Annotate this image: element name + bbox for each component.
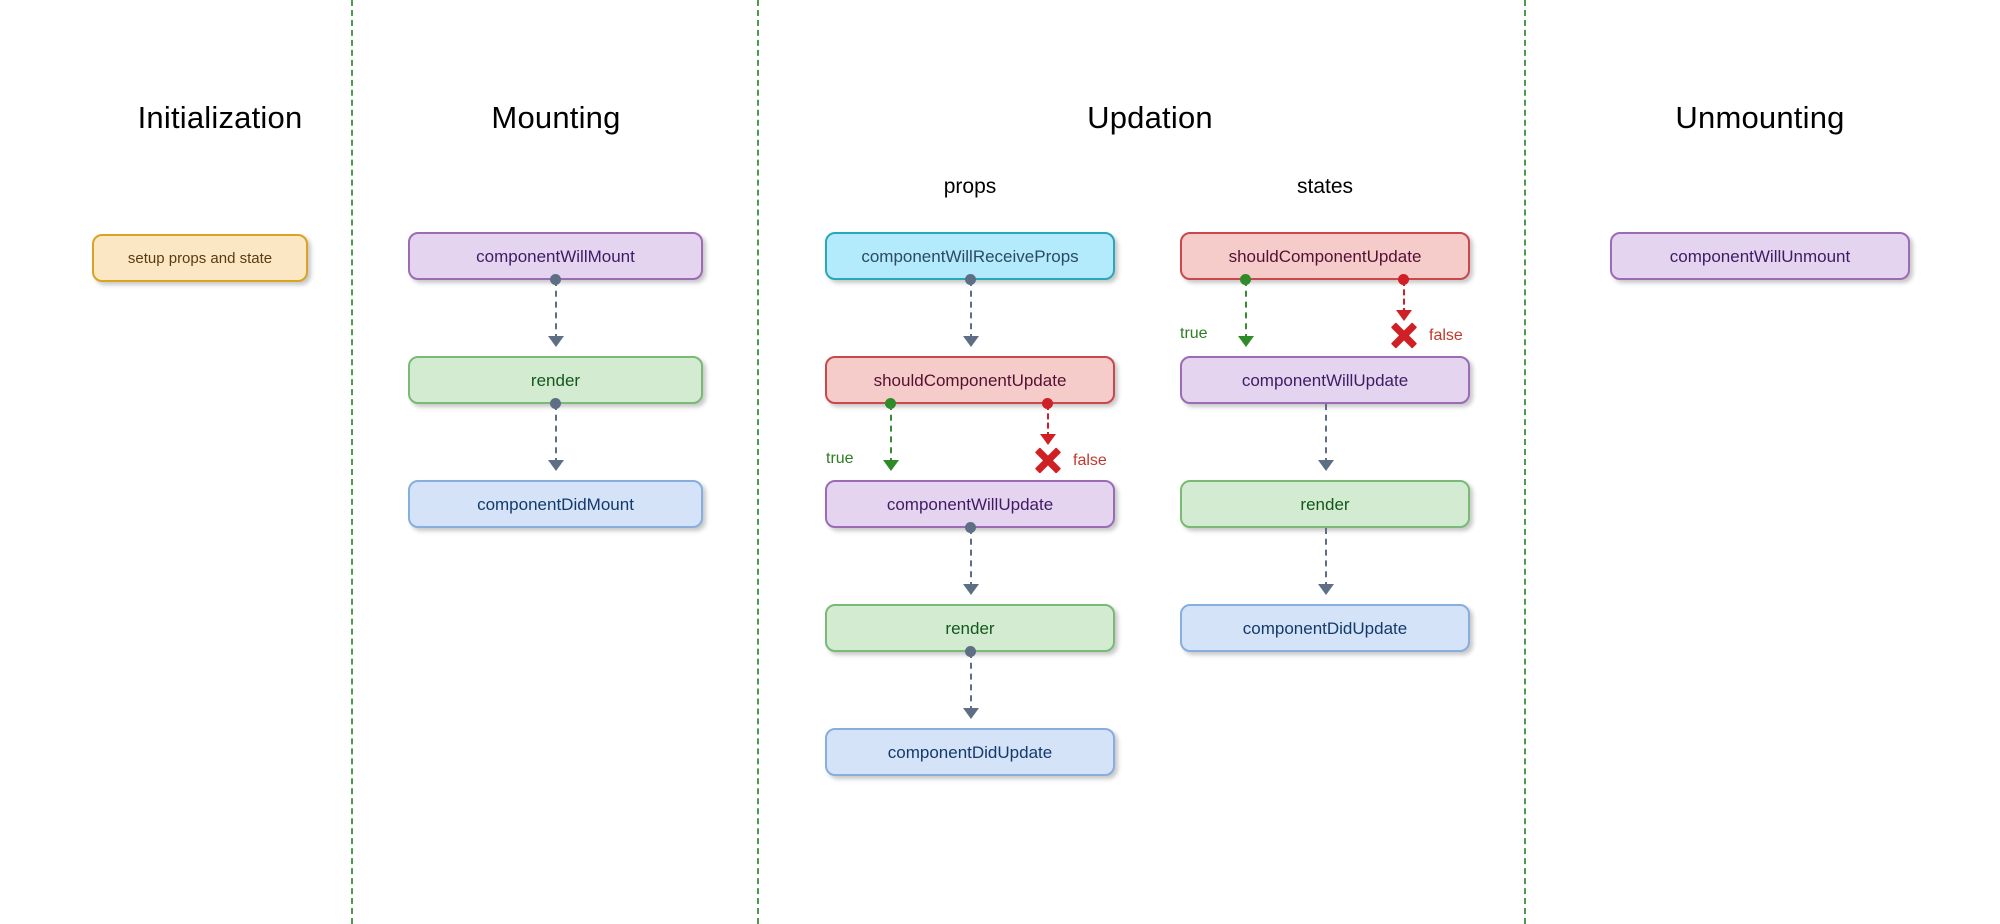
node-mounting-render[interactable]: render — [408, 356, 703, 404]
branch-label-states-true: true — [1180, 325, 1208, 342]
connector-props-false — [1047, 404, 1049, 438]
arrowhead-states-false — [1396, 310, 1412, 321]
divider-updation-unmounting — [1524, 0, 1526, 924]
node-states-component-will-update[interactable]: componentWillUpdate — [1180, 356, 1470, 404]
node-states-render[interactable]: render — [1180, 480, 1470, 528]
node-props-component-did-update[interactable]: componentDidUpdate — [825, 728, 1115, 776]
section-title-mounting: Mounting — [491, 100, 621, 135]
connector-props-4 — [970, 652, 972, 712]
arrowhead-props-4 — [963, 708, 979, 719]
connector-states-2 — [1325, 404, 1327, 464]
connector-states-false — [1403, 280, 1405, 314]
branch-dot-props-true — [885, 398, 896, 409]
connector-props-true — [890, 404, 892, 464]
subsection-title-props: props — [943, 175, 997, 198]
arrowhead-props-3 — [963, 584, 979, 595]
blocked-x-icon-props — [1033, 445, 1063, 475]
node-component-did-mount[interactable]: componentDidMount — [408, 480, 703, 528]
subsection-title-states: states — [1296, 175, 1354, 198]
connector-states-3 — [1325, 528, 1327, 588]
divider-mounting-updation — [757, 0, 759, 924]
section-title-unmounting: Unmounting — [1675, 100, 1845, 135]
node-props-render[interactable]: render — [825, 604, 1115, 652]
connector-dot-props-1 — [965, 274, 976, 285]
node-states-should-component-update[interactable]: shouldComponentUpdate — [1180, 232, 1470, 280]
connector-props-1 — [970, 280, 972, 340]
branch-dot-states-true — [1240, 274, 1251, 285]
arrowhead-mounting-2 — [548, 460, 564, 471]
connector-dot-mounting-1 — [550, 274, 561, 285]
arrowhead-props-false — [1040, 434, 1056, 445]
node-component-will-unmount[interactable]: componentWillUnmount — [1610, 232, 1910, 280]
branch-dot-props-false — [1042, 398, 1053, 409]
section-title-initialization: Initialization — [137, 100, 303, 135]
divider-initialization-mounting — [351, 0, 353, 924]
section-title-updation: Updation — [1087, 100, 1213, 135]
connector-dot-props-4 — [965, 646, 976, 657]
arrowhead-states-3 — [1318, 584, 1334, 595]
connector-mounting-2 — [555, 404, 557, 464]
connector-dot-mounting-2 — [550, 398, 561, 409]
arrowhead-mounting-1 — [548, 336, 564, 347]
arrowhead-props-true — [883, 460, 899, 471]
node-component-will-receive-props[interactable]: componentWillReceiveProps — [825, 232, 1115, 280]
arrowhead-states-2 — [1318, 460, 1334, 471]
branch-label-props-false: false — [1073, 452, 1107, 469]
branch-dot-states-false — [1398, 274, 1409, 285]
branch-label-props-true: true — [826, 450, 854, 467]
arrowhead-props-1 — [963, 336, 979, 347]
connector-mounting-1 — [555, 280, 557, 340]
blocked-x-icon-states — [1389, 320, 1419, 350]
branch-label-states-false: false — [1429, 327, 1463, 344]
connector-props-3 — [970, 528, 972, 588]
node-props-should-component-update[interactable]: shouldComponentUpdate — [825, 356, 1115, 404]
connector-dot-props-3 — [965, 522, 976, 533]
node-states-component-did-update[interactable]: componentDidUpdate — [1180, 604, 1470, 652]
connector-states-true — [1245, 280, 1247, 340]
node-setup-props-and-state[interactable]: setup props and state — [92, 234, 308, 282]
node-component-will-mount[interactable]: componentWillMount — [408, 232, 703, 280]
node-props-component-will-update[interactable]: componentWillUpdate — [825, 480, 1115, 528]
arrowhead-states-true — [1238, 336, 1254, 347]
